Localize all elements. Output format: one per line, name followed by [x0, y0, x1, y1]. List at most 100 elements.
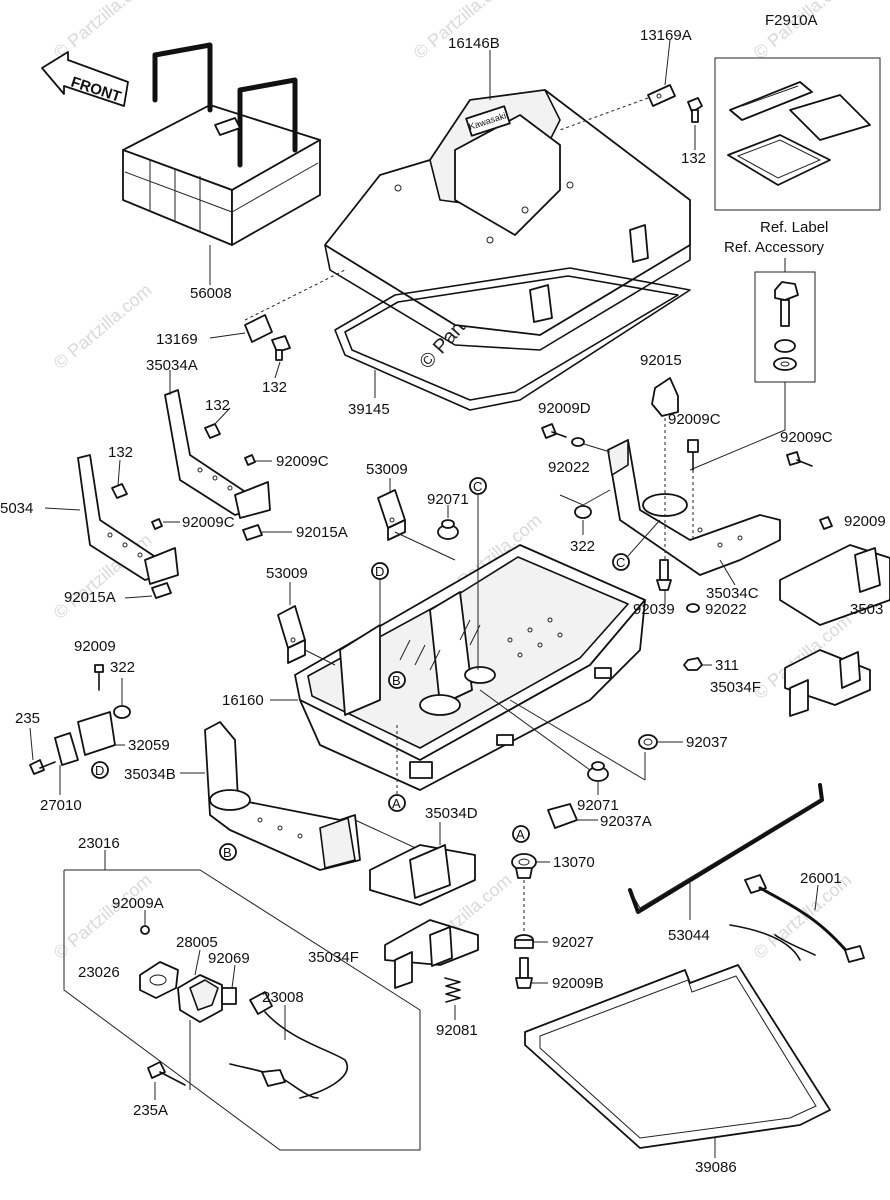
top-case-lid-16146B: Kawasaki — [324, 89, 691, 351]
spring-92081 — [444, 977, 461, 1003]
label-92081: 92081 — [436, 1022, 478, 1039]
label-32059: 32059 — [128, 737, 170, 754]
label-92009B: 92009B — [552, 975, 604, 992]
callout-D: D — [95, 763, 104, 778]
label-23016: 23016 — [78, 835, 120, 852]
label-13169A: 13169A — [640, 27, 692, 44]
bracket-35034F-upper — [784, 649, 871, 717]
watermark: © Partzilla.com — [50, 280, 156, 373]
callout-markers: C C D D B B A A — [91, 477, 630, 861]
label-28005: 28005 — [176, 934, 218, 951]
clamp-32059 — [54, 711, 116, 766]
ref-accessory-box — [754, 271, 816, 383]
label-92009D: 92009D — [538, 400, 591, 417]
label-92009: 92009 — [74, 638, 116, 655]
label-311: 311 — [715, 657, 739, 674]
label-53044: 53044 — [668, 927, 710, 944]
bracket-35034A — [164, 389, 271, 519]
nut-92015 — [651, 377, 679, 417]
bolt-92009C-right — [786, 451, 813, 467]
callout-A: A — [392, 796, 401, 811]
bracket-5034 — [77, 454, 179, 585]
watermark: © Partzilla.com — [410, 0, 516, 63]
bracket-35034B — [204, 721, 361, 871]
label-35034F: 35034F — [710, 679, 761, 696]
label-35034C: 35034C — [706, 585, 759, 602]
front-arrow-icon: FRONT — [41, 51, 129, 107]
label-27010: 27010 — [40, 797, 82, 814]
watermark: © Partzilla.com — [50, 870, 156, 963]
grommet-13070 — [511, 853, 537, 879]
callout-D: D — [375, 564, 384, 579]
label-13070: 13070 — [553, 854, 595, 871]
label-92027: 92027 — [552, 934, 594, 951]
label-322: 322 — [110, 659, 135, 676]
callout-B: B — [223, 845, 232, 860]
label-132: 132 — [108, 444, 133, 461]
hinge-13169 — [244, 314, 291, 361]
ref-label-text: Ref. Label — [760, 219, 828, 236]
grommet-92071-lower — [587, 761, 609, 782]
callout-A: A — [516, 827, 525, 842]
watermark: © Partzilla.com — [750, 0, 856, 63]
bolt-92039 — [656, 559, 672, 591]
label-132: 132 — [681, 150, 706, 167]
ref-label-box — [714, 57, 881, 211]
label-132: 132 — [262, 379, 287, 396]
label-92071: 92071 — [577, 797, 619, 814]
part-labels: 16146B 13169A 132 56008 13169 132 35034A… — [0, 27, 886, 1176]
label-92009C: 92009C — [276, 453, 329, 470]
mat-39086 — [524, 964, 831, 1149]
label-35034B: 35034B — [124, 766, 176, 783]
label-23008: 23008 — [262, 989, 304, 1006]
label-56008: 56008 — [190, 285, 232, 302]
screw-235 — [29, 759, 56, 775]
fasteners-left — [111, 423, 263, 599]
label-3503: 3503 — [850, 601, 883, 618]
rod-53044 — [628, 783, 824, 914]
carrier-box-56008 — [122, 42, 321, 246]
harness-26001 — [729, 874, 865, 963]
ref-accessory-text: Ref. Accessory — [724, 239, 825, 256]
label-39086: 39086 — [695, 1159, 737, 1176]
label-92009C: 92009C — [182, 514, 235, 531]
label-5034: 5034 — [0, 500, 33, 517]
label-16146B: 16146B — [448, 35, 500, 52]
block-53009-lower — [277, 605, 306, 664]
bracket-right-edge — [779, 516, 890, 626]
label-39145: 39145 — [348, 401, 390, 418]
label-92009: 92009 — [844, 513, 886, 530]
label-23026: 23026 — [78, 964, 120, 981]
label-132: 132 — [205, 397, 230, 414]
bracket-35034D — [369, 844, 476, 906]
label-92009C: 92009C — [780, 429, 833, 446]
label-92015A: 92015A — [64, 589, 116, 606]
seal-39145 — [334, 267, 691, 411]
label-92037: 92037 — [686, 734, 728, 751]
label-35034F: 35034F — [308, 949, 359, 966]
label-92015A: 92015A — [296, 524, 348, 541]
callout-C: C — [616, 555, 625, 570]
bracket-35034F-lower — [384, 919, 479, 989]
top-case-base-16160 — [294, 544, 646, 791]
label-53009: 53009 — [266, 565, 308, 582]
label-92015: 92015 — [640, 352, 682, 369]
label-92069: 92069 — [208, 950, 250, 967]
label-235A: 235A — [133, 1102, 168, 1119]
bolt-92009D — [541, 423, 567, 439]
label-92022: 92022 — [705, 601, 747, 618]
clip-92037 — [638, 734, 658, 750]
lock-assembly-group-23016 — [63, 869, 421, 1151]
clip-92037A — [547, 803, 578, 829]
label-92009C: 92009C — [668, 411, 721, 428]
bolt-92009C-mid — [687, 439, 699, 471]
screw-92009-left — [94, 664, 104, 691]
label-92039: 92039 — [633, 601, 675, 618]
collar-92027 — [514, 934, 534, 949]
callout-C: C — [473, 479, 482, 494]
bracket-35034C — [607, 439, 781, 576]
label-35034A: 35034A — [146, 357, 198, 374]
washer-92022-lower — [686, 603, 700, 613]
washer-92022-upper — [571, 437, 585, 447]
